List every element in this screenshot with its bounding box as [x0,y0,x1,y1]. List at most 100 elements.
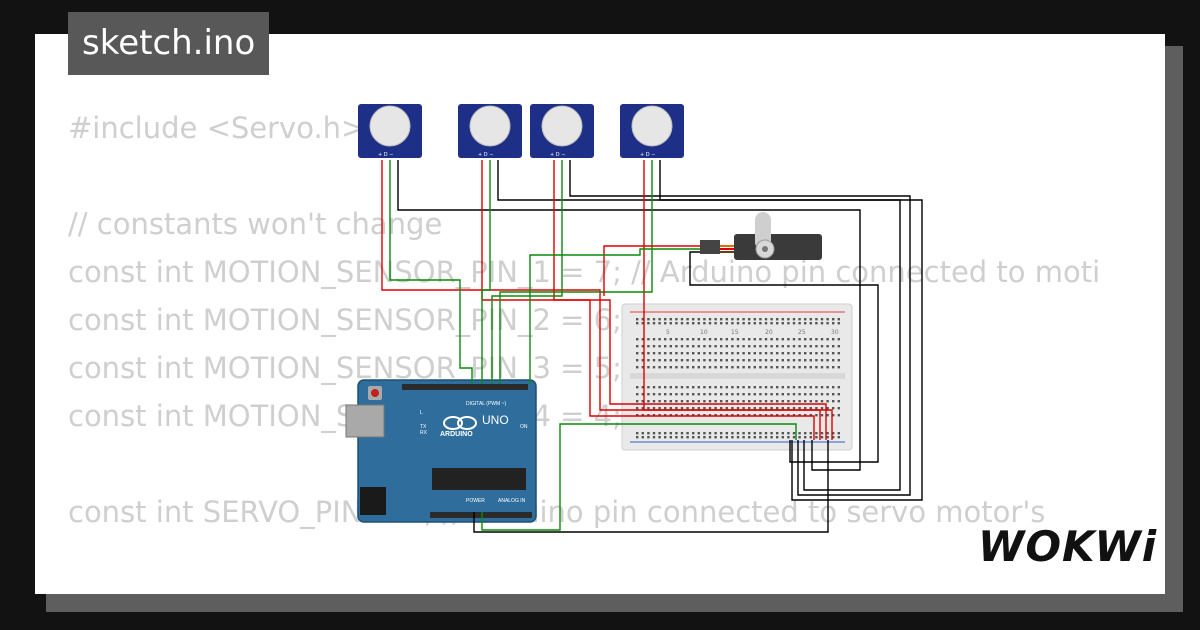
breadboard-hole [636,407,639,410]
breadboard-hole [809,318,812,321]
breadboard-hole [641,338,644,341]
breadboard-hole [809,414,812,417]
pir-sensor-1[interactable]: + D − [358,104,422,158]
breadboard-hole [675,318,678,321]
breadboard-hole [692,366,695,369]
breadboard-hole [720,366,723,369]
breadboard-hole [776,318,779,321]
breadboard-hole [837,352,840,355]
breadboard-hole [714,338,717,341]
breadboard-hole [764,393,768,396]
breadboard-hole [658,400,661,403]
breadboard-hole [675,436,678,439]
breadboard-hole [826,393,829,396]
breadboard-hole [826,352,829,355]
breadboard-hole [658,359,661,362]
breadboard-hole [636,366,639,369]
breadboard-hole [714,414,717,417]
breadboard-hole [703,393,706,396]
breadboard-hole [736,352,740,355]
pir-sensor-4[interactable]: + D − [620,104,684,158]
breadboard-hole [686,432,689,435]
breadboard-hole [686,400,689,403]
breadboard-hole [798,338,801,341]
breadboard-hole [809,322,812,325]
breadboard-hole [776,359,779,362]
breadboard-hole [703,338,706,341]
reset-button[interactable] [371,389,379,397]
breadboard-hole [753,366,756,369]
breadboard-hole [647,352,650,355]
breadboard-hole [636,393,639,396]
breadboard-hole [798,359,801,362]
breadboard-hole [697,432,700,435]
breadboard-hole [815,436,818,439]
breadboard-hole [776,322,779,325]
breadboard-hole [770,436,773,439]
arduino-uno-board[interactable]: ARDUINO UNO DIGITAL (PWM ~) POWER ANALOG… [345,379,537,523]
breadboard[interactable]: 5 10 15 20 25 30 [621,303,853,451]
breadboard-hole [764,432,768,435]
breadboard-hole [781,400,784,403]
pir-pin-labels: + D − [378,152,393,158]
breadboard-hole [686,436,689,439]
breadboard-hole [658,432,661,435]
breadboard-hole [669,400,672,403]
breadboard-hole [664,352,667,355]
file-tab[interactable]: sketch.ino [68,12,270,75]
breadboard-hole [776,366,779,369]
breadboard-hole [720,432,723,435]
breadboard-hole [731,386,734,389]
breadboard-hole [675,414,678,417]
breadboard-hole [686,366,689,369]
code-line: Servo servo; // create servo object to c… [68,584,1133,594]
breadboard-hole [820,359,824,362]
breadboard-hole [781,407,784,410]
breadboard-hole [781,432,784,435]
breadboard-hole [776,345,779,348]
breadboard-hole [731,436,734,439]
breadboard-hole [697,318,700,321]
breadboard-hole [697,345,700,348]
breadboard-hole [636,322,639,325]
breadboard-hole [675,352,678,355]
breadboard-hole [692,322,695,325]
breadboard-hole [792,393,796,396]
breadboard-hole [753,345,756,348]
wokwi-logo: WOKWi [978,522,1158,571]
breadboard-hole [658,318,661,321]
breadboard-hole [748,432,751,435]
breadboard-hole [675,432,678,435]
breadboard-hole [680,407,684,410]
breadboard-hole [669,393,672,396]
breadboard-hole [736,386,740,389]
breadboard-hole [703,318,706,321]
breadboard-hole [647,407,650,410]
breadboard-hole [748,407,751,410]
pir-sensor-2[interactable]: + D − [458,104,522,158]
servo-motor[interactable] [700,212,822,260]
breadboard-hole [720,386,723,389]
code-line: const int SERVO_PIN = 9; // Arduino pin … [68,495,1046,529]
breadboard-hole [770,393,773,396]
breadboard-hole [787,345,790,348]
column-number: 25 [798,329,806,336]
breadboard-hole [641,322,644,325]
breadboard-hole [692,352,695,355]
breadboard-hole [641,345,644,348]
breadboard-hole [832,359,835,362]
breadboard-hole [748,345,751,348]
column-number: 5 [666,329,670,336]
breadboard-hole [703,414,706,417]
breadboard-hole [742,432,745,435]
breadboard-hole [697,386,700,389]
pir-sensor-3[interactable]: + D − [530,104,594,158]
breadboard-hole [636,386,639,389]
breadboard-hole [736,345,740,348]
breadboard-hole [664,407,667,410]
breadboard-hole [680,436,684,439]
breadboard-hole [703,407,706,410]
breadboard-hole [820,436,824,439]
breadboard-hole [708,352,712,355]
breadboard-hole [686,414,689,417]
